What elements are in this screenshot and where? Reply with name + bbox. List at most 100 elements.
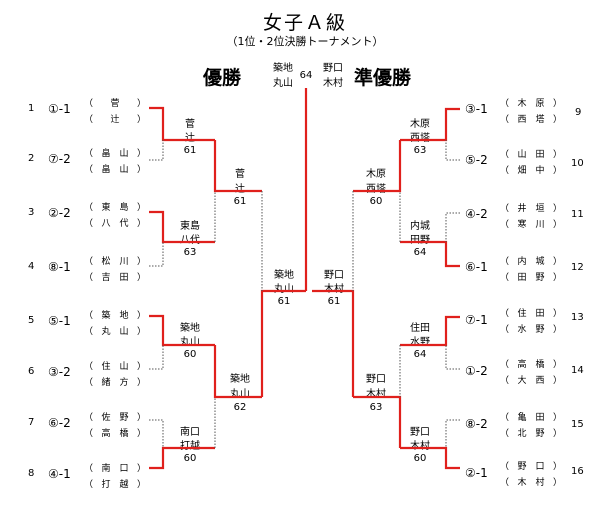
entry-seed: ④-1 <box>48 467 71 481</box>
entry-seed: ③-1 <box>465 102 488 116</box>
match-team-2: 木村 <box>324 284 344 295</box>
entry-seed: ⑤-2 <box>465 153 488 167</box>
winner-lines <box>149 88 460 470</box>
entry-player-1: （築 地） <box>84 311 147 321</box>
match-team-1: 築地 <box>274 270 294 281</box>
match-team-1: 木原 <box>366 169 386 180</box>
entry-player-2: （田 野） <box>500 273 563 283</box>
entry-number: 2 <box>28 153 35 164</box>
right-r2-win-1 <box>353 140 402 193</box>
entry-seed: ⑥-2 <box>48 416 71 430</box>
entry-number: 1 <box>28 103 35 114</box>
loser-lines <box>149 140 460 448</box>
match-team-1: 木原 <box>410 119 430 130</box>
match-team-2: 辻 <box>185 133 195 144</box>
entry-player-2: （八 代） <box>84 219 147 229</box>
match-score: 63 <box>413 145 427 156</box>
final-left-team-1: 築地 <box>273 63 293 74</box>
match-score: 60 <box>413 453 427 464</box>
final-right-team-2: 木村 <box>323 78 343 89</box>
entry-seed: ①-1 <box>48 102 71 116</box>
entry-number: 14 <box>571 365 584 376</box>
entry-seed: ⑧-2 <box>465 417 488 431</box>
page-subtitle: （1位・2位決勝トーナメント） <box>226 35 384 48</box>
left-r2-win-1 <box>213 140 262 193</box>
entry-seed: ⑤-1 <box>48 314 71 328</box>
entry-seed: ⑦-1 <box>465 313 488 327</box>
entry-seed: ②-1 <box>465 466 488 480</box>
entry-number: 9 <box>575 107 582 118</box>
match-team-1: 築地 <box>230 374 250 385</box>
match-score: 60 <box>369 196 383 207</box>
left-sf-win <box>260 289 306 397</box>
entry-player-2: （辻） <box>84 115 147 125</box>
match-team-1: 住田 <box>410 323 430 334</box>
entry-seed: ⑧-1 <box>48 260 71 274</box>
entry-seed: ④-2 <box>465 207 488 221</box>
match-score: 63 <box>183 247 197 258</box>
match-score: 61 <box>183 145 197 156</box>
entry-player-2: （高 橋） <box>84 429 147 439</box>
entry-player-2: （吉 田） <box>84 273 147 283</box>
match-score: 60 <box>183 453 197 464</box>
match-score: 64 <box>413 247 427 258</box>
match-score: 62 <box>233 402 247 413</box>
entry-number: 7 <box>28 417 35 428</box>
right-r1-win-4 <box>400 446 460 470</box>
match-team-2: 木村 <box>366 389 386 400</box>
entry-player-2: （水 野） <box>500 325 563 335</box>
entry-number: 13 <box>571 312 584 323</box>
left-r1-lose-4 <box>149 419 164 448</box>
match-team-1: 野口 <box>366 374 386 385</box>
entry-player-1: （南 口） <box>84 464 147 474</box>
right-r1-lose-4 <box>445 419 460 448</box>
entry-player-2: （打 越） <box>84 480 147 490</box>
left-r1-lose-3 <box>149 345 164 370</box>
entry-player-2: （大 西） <box>500 376 563 386</box>
right-r1-lose-3 <box>445 345 460 370</box>
match-score: 64 <box>413 349 427 360</box>
entry-number: 12 <box>571 262 584 273</box>
match-team-1: 東島 <box>180 221 200 232</box>
entry-player-2: （緒 方） <box>84 378 147 388</box>
entry-seed: ⑥-1 <box>465 260 488 274</box>
match-team-2: 水野 <box>410 337 430 348</box>
entry-number: 8 <box>28 468 35 479</box>
match-team-2: 西塔 <box>366 184 386 195</box>
entry-player-1: （松 川） <box>84 257 147 267</box>
entry-player-1: （住 田） <box>500 309 563 319</box>
match-team-1: 菅 <box>235 169 245 180</box>
entry-player-1: （高 橋） <box>500 360 563 370</box>
entry-number: 6 <box>28 366 35 377</box>
entry-number: 4 <box>28 261 35 272</box>
entry-player-1: （畠 山） <box>84 149 147 159</box>
left-r2-win-2 <box>213 345 262 399</box>
right-r1-win-1 <box>400 107 460 142</box>
entry-player-1: （佐 野） <box>84 413 147 423</box>
match-team-1: 野口 <box>410 427 430 438</box>
right-r1-lose-2 <box>445 212 460 242</box>
left-r1-win-1 <box>149 106 215 142</box>
match-score: 60 <box>183 349 197 360</box>
match-score: 63 <box>369 402 383 413</box>
entry-player-1: （亀 田） <box>500 413 563 423</box>
entry-player-2: （木 村） <box>500 478 563 488</box>
entry-number: 11 <box>571 209 584 220</box>
match-team-1: 内城 <box>410 221 430 232</box>
match-team-2: 木村 <box>410 441 430 452</box>
entry-player-2: （寒 川） <box>500 220 563 230</box>
left-r1-lose-2 <box>149 242 164 267</box>
entry-player-1: （内 城） <box>500 257 563 267</box>
entry-number: 3 <box>28 207 35 218</box>
entry-number: 16 <box>571 466 584 477</box>
match-team-1: 菅 <box>185 119 195 130</box>
match-team-2: 八代 <box>180 235 200 246</box>
entry-seed: ①-2 <box>465 364 488 378</box>
entry-number: 10 <box>571 158 584 169</box>
match-team-1: 築地 <box>180 323 200 334</box>
match-team-2: 打越 <box>180 441 200 452</box>
left-r1-win-2 <box>149 210 215 244</box>
match-team-2: 丸山 <box>274 284 294 295</box>
match-team-2: 田野 <box>410 235 430 246</box>
